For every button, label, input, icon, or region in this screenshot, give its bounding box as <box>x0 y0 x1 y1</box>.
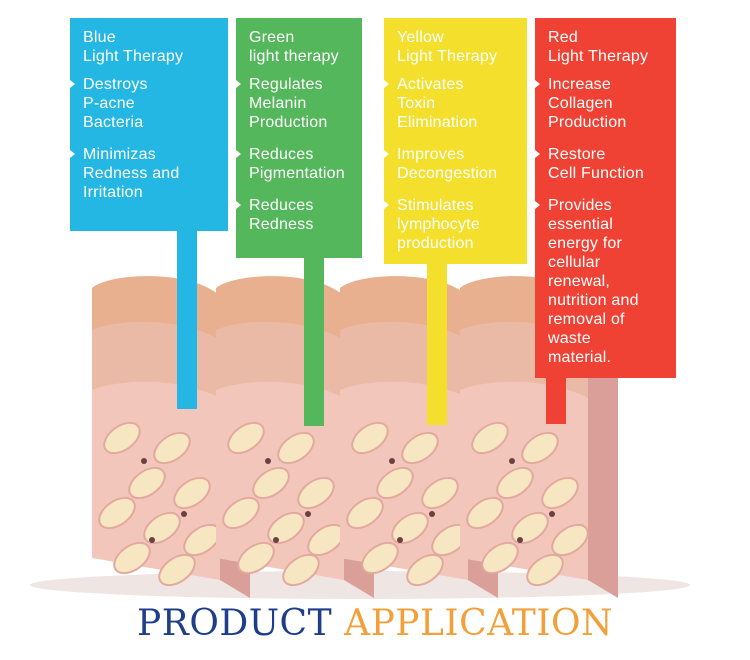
fat-cell <box>361 541 399 575</box>
fat-cell <box>421 476 459 510</box>
yellow-therapy-panel: Yellow Light Therapy Activates Toxin Eli… <box>384 18 527 264</box>
fat-cell <box>466 496 504 530</box>
benefit-item: Activates Toxin Elimination <box>384 75 519 132</box>
benefit-item: Improves Decongestion <box>384 145 519 183</box>
fat-cell <box>481 541 519 575</box>
cell-nucleus <box>141 458 147 464</box>
green-pointer-stem <box>304 258 324 426</box>
benefit-item: Restore Cell Function <box>535 145 668 183</box>
fat-cell <box>401 431 439 465</box>
fat-cell <box>511 511 549 545</box>
blue-therapy-panel: Blue Light Therapy Destroys P-acne Bacte… <box>70 18 228 231</box>
fat-cell <box>351 421 389 455</box>
benefit-item: Reduces Pigmentation <box>236 145 354 183</box>
cell-nucleus <box>273 537 279 543</box>
fat-cell <box>521 431 559 465</box>
fat-cell <box>282 553 320 587</box>
fat-cell <box>153 431 191 465</box>
benefit-item: Provides essential energy for cellular r… <box>535 196 668 367</box>
cell-nucleus <box>305 511 311 517</box>
heading-word-application: APPLICATION <box>344 603 613 644</box>
page-heading: PRODUCT APPLICATION <box>0 603 750 644</box>
cell-nucleus <box>149 537 155 543</box>
heading-word-product: PRODUCT <box>137 603 333 644</box>
cell-nucleus <box>549 511 555 517</box>
fat-cell <box>526 553 564 587</box>
fat-cell <box>471 421 509 455</box>
fat-cell <box>237 541 275 575</box>
fat-cell <box>551 523 589 557</box>
fat-cell <box>277 431 315 465</box>
cell-nucleus <box>181 511 187 517</box>
fat-cell <box>406 553 444 587</box>
fat-cell <box>496 466 534 500</box>
fat-cell <box>103 421 141 455</box>
panel-title: Blue Light Therapy <box>83 29 184 65</box>
cell-nucleus <box>509 458 515 464</box>
fat-cell <box>98 496 136 530</box>
fat-cell <box>222 496 260 530</box>
fat-cell <box>346 496 384 530</box>
fat-cell <box>267 511 305 545</box>
cell-nucleus <box>429 511 435 517</box>
yellow-pointer-stem <box>427 264 447 425</box>
benefit-item: Reduces Redness <box>236 196 354 234</box>
cell-nucleus <box>397 537 403 543</box>
fat-cell <box>113 541 151 575</box>
cell-nucleus <box>517 537 523 543</box>
benefit-item: Regulates Melanin Production <box>236 75 354 132</box>
fat-cell <box>376 466 414 500</box>
fat-cell <box>158 553 196 587</box>
fat-cell <box>297 476 335 510</box>
fat-cell <box>541 476 579 510</box>
blue-pointer-stem <box>177 231 197 409</box>
benefit-item: Increase Collagen Production <box>535 75 668 132</box>
cell-nucleus <box>265 458 271 464</box>
red-pointer-stem <box>546 378 566 424</box>
benefit-item: Minimizas Redness and Irritation <box>70 145 220 202</box>
green-therapy-panel: Green light therapy Regulates Melanin Pr… <box>236 18 362 258</box>
fat-cell <box>173 476 211 510</box>
fat-cell <box>391 511 429 545</box>
benefit-item: Stimulates lymphocyte production <box>384 196 519 253</box>
panel-title: Red Light Therapy <box>548 29 649 65</box>
red-therapy-panel: Red Light Therapy Increase Collagen Prod… <box>535 18 676 378</box>
panel-title: Yellow Light Therapy <box>397 29 498 65</box>
benefit-item: Destroys P-acne Bacteria <box>70 75 220 132</box>
cell-nucleus <box>389 458 395 464</box>
fat-cell <box>252 466 290 500</box>
fat-cell <box>143 511 181 545</box>
fat-cell <box>128 466 166 500</box>
panel-title: Green light therapy <box>249 29 339 65</box>
fat-cell <box>227 421 265 455</box>
